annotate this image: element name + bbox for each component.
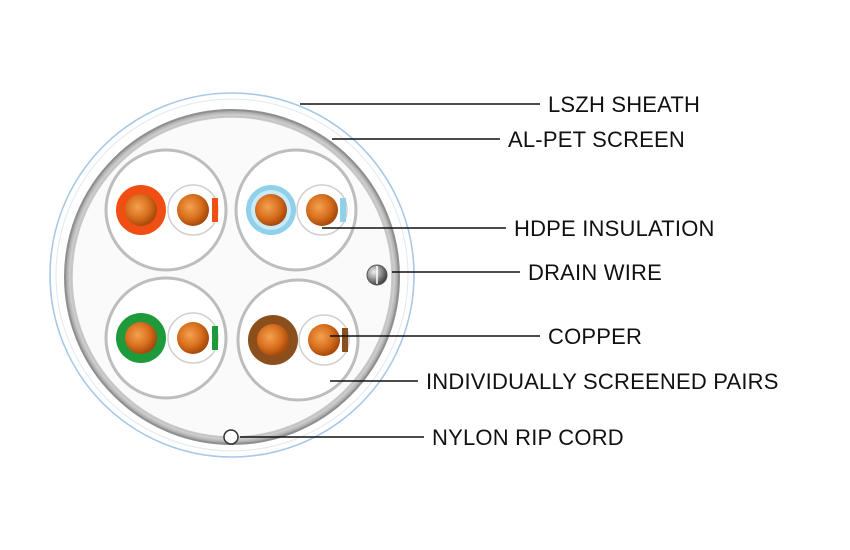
leader-lines [240,103,540,438]
label-copper: COPPER [548,324,642,349]
copper-conductor [255,194,287,226]
pair-top-right [234,148,358,272]
stripe-orange [212,198,218,222]
stripe-green [212,326,218,350]
al-pet-screen-highlight [71,116,393,438]
copper-conductor [177,194,209,226]
pair-bottom-right [236,278,360,402]
stripe-blue [340,198,346,222]
label-drain-wire: DRAIN WIRE [528,260,662,285]
copper-conductor [125,194,157,226]
label-nylon-rip-cord: NYLON RIP CORD [432,425,624,450]
label-hdpe-insulation: HDPE INSULATION [514,216,715,241]
label-lszh-sheath: LSZH SHEATH [548,92,700,117]
nylon-rip-cord [223,429,239,445]
pair-top-left [104,148,228,272]
copper-conductor [306,194,338,226]
copper-conductor [177,322,209,354]
copper-conductor [125,322,157,354]
label-individually-screened-pairs: INDIVIDUALLY SCREENED PAIRS [426,369,779,394]
copper-conductor [308,324,340,356]
lszh-sheath-inner-edge [55,98,409,452]
pair-bottom-left [104,276,228,400]
copper-conductor [257,324,289,356]
label-al-pet-screen: AL-PET SCREEN [508,127,685,152]
stripe-brown [342,328,348,352]
